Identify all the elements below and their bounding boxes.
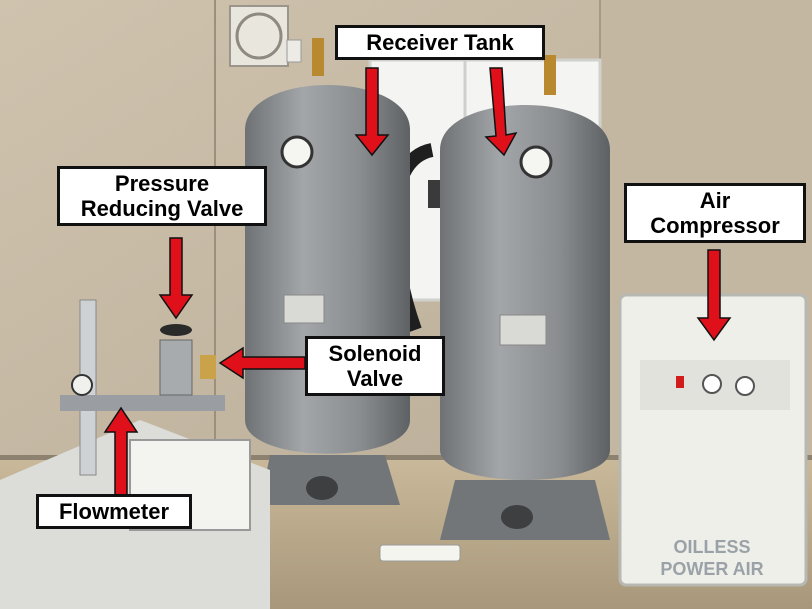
right-receiver-tank [440,105,610,480]
pipe-manifold [60,395,225,411]
label-pressure-reducing-valve: Pressure Reducing Valve [57,166,267,226]
label-prv-line-1: Pressure [114,171,210,196]
flowmeter-gauge [71,374,93,396]
label-compressor-line-2: Compressor [650,213,780,238]
pressure-reducing-valve-handwheel [160,324,192,336]
arrow-air-compressor [696,249,732,342]
right-pressure-gauge [519,145,553,179]
compressor-print-line-1: OILLESS [673,537,750,557]
arrow-receiver-tank-right [484,67,518,157]
left-pressure-gauge [280,135,314,169]
label-prv-line-2: Reducing Valve [80,196,244,221]
label-air-compressor: Air Compressor [624,183,806,243]
right-safety-valve [544,55,556,95]
arrow-receiver-tank-left [354,67,390,157]
label-solenoid-line-1: Solenoid [328,341,422,366]
compressor-power-switch [676,376,684,388]
wall-fan-grill [235,12,283,60]
wall-fan [229,5,289,67]
compressor-gauge-1 [702,374,722,394]
arrow-pressure-reducing-valve [158,237,194,320]
label-flowmeter-text: Flowmeter [58,499,170,524]
label-compressor-line-1: Air [699,188,731,213]
label-flowmeter: Flowmeter [36,494,192,529]
compressor-print-line-2: POWER AIR [660,559,763,579]
label-receiver-tank: Receiver Tank [335,25,545,60]
wall-switch [286,39,302,63]
arrow-flowmeter [103,406,139,496]
label-solenoid-valve: Solenoid Valve [305,336,445,396]
power-strip [379,544,461,562]
solenoid-valve-body [200,355,216,379]
right-tank-base-hole [501,505,533,529]
arrow-solenoid-valve [218,346,306,380]
left-tank-base-hole [306,476,338,500]
right-tank-nameplate [499,314,547,346]
left-receiver-tank [245,85,410,454]
left-tank-nameplate [283,294,325,324]
compressor-gauge-2 [735,376,755,396]
pressure-reducing-valve-body [159,339,193,396]
label-receiver-tank-text: Receiver Tank [366,30,514,55]
left-safety-valve [312,38,324,76]
label-solenoid-line-2: Valve [346,366,404,391]
